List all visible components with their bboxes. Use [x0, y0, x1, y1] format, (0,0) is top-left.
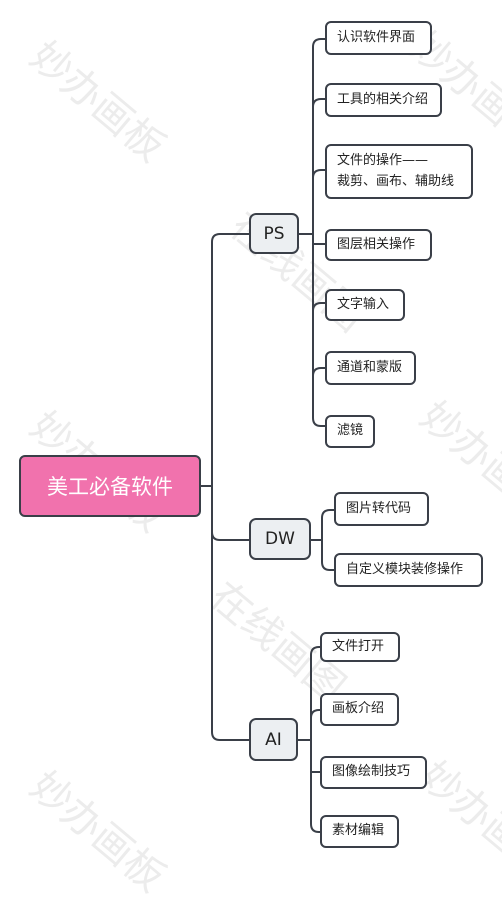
ai-item-drawing-tips[interactable]: 图像绘制技巧 — [320, 756, 427, 789]
branch-ai-label: AI — [265, 729, 282, 750]
branch-dw[interactable]: DW — [249, 518, 311, 560]
root-node[interactable]: 美工必备软件 — [19, 455, 201, 517]
ps-item-channels-masks[interactable]: 通道和蒙版 — [325, 351, 416, 385]
dw-item-image-to-code[interactable]: 图片转代码 — [334, 492, 429, 526]
ai-item-open-file[interactable]: 文件打开 — [320, 632, 400, 662]
ps-item-filters[interactable]: 滤镜 — [325, 415, 375, 448]
ps-item-interface[interactable]: 认识软件界面 — [325, 21, 432, 55]
ai-item-material-edit[interactable]: 素材编辑 — [320, 815, 399, 848]
dw-item-custom-module[interactable]: 自定义模块装修操作 — [334, 553, 483, 587]
connector-lines — [200, 38, 335, 833]
root-label: 美工必备软件 — [47, 475, 173, 499]
branch-dw-label: DW — [265, 529, 295, 549]
ps-item-layers[interactable]: 图层相关操作 — [325, 229, 432, 261]
ps-item-file-ops[interactable]: 文件的操作—— 裁剪、画布、辅助线 — [325, 144, 473, 199]
ps-item-file-ops-line2: 裁剪、画布、辅助线 — [337, 173, 455, 189]
branch-ai[interactable]: AI — [249, 718, 298, 761]
ps-item-tools[interactable]: 工具的相关介绍 — [325, 83, 442, 117]
ps-item-file-ops-line1: 文件的操作—— — [337, 153, 429, 169]
ai-item-artboard[interactable]: 画板介绍 — [320, 693, 399, 726]
branch-ps-label: PS — [263, 223, 285, 244]
ps-item-text-input[interactable]: 文字输入 — [325, 289, 405, 321]
branch-ps[interactable]: PS — [249, 213, 299, 254]
